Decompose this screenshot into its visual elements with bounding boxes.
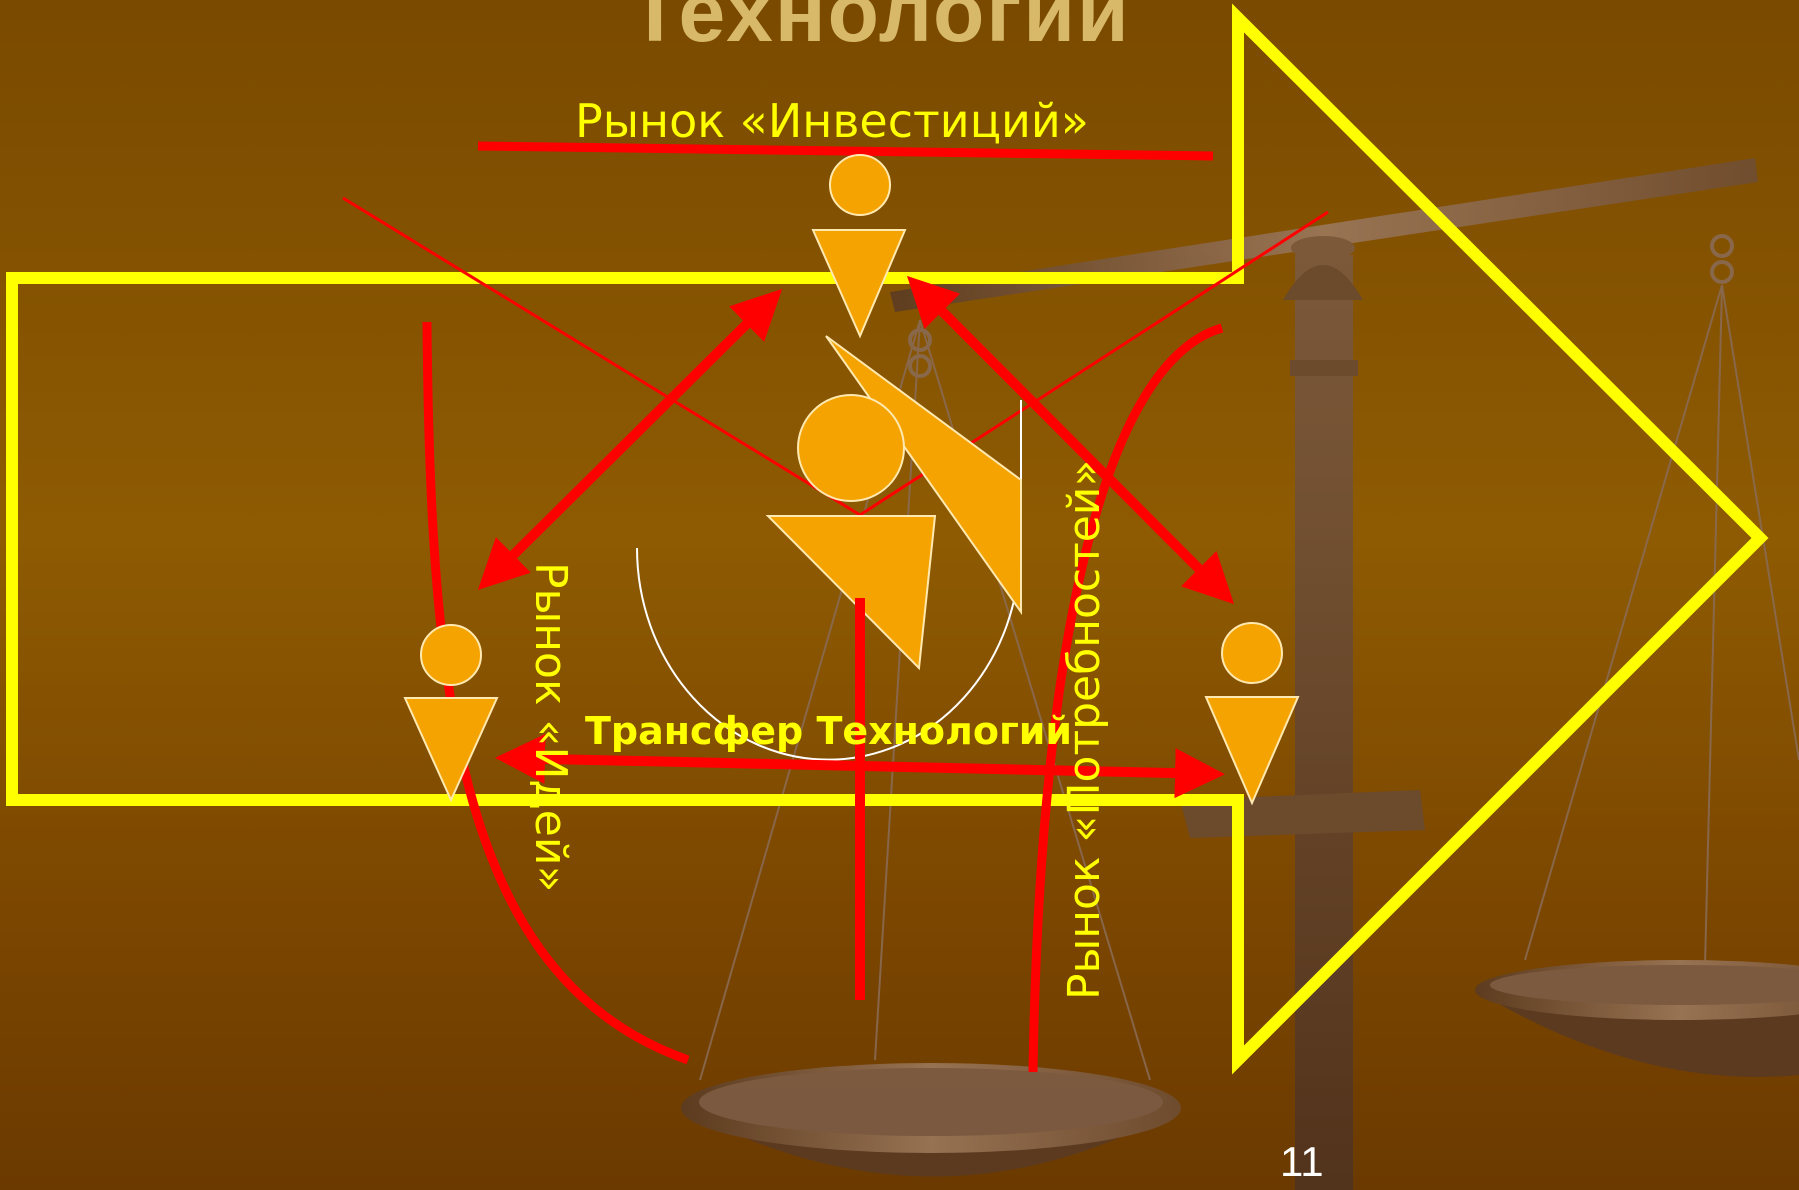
slide-title: Технологий (629, 0, 1131, 59)
label-transfer: Трансфер Технологий (585, 709, 1073, 753)
big-arrow-outline (6, 3, 1769, 1075)
page-number: 11 (1280, 1138, 1324, 1185)
label-market-investments: Рынок «Инвестиций» (575, 94, 1089, 148)
label-market-ideas: Рынок «Идей» (525, 562, 576, 893)
double-arrow-icon (906, 275, 1235, 605)
left-curve (422, 321, 690, 1065)
investments-line (477, 141, 1214, 161)
person-icon-needs (1204, 622, 1300, 806)
double-arrow-icon (495, 733, 1225, 799)
person-icon-ideas (403, 624, 499, 803)
person-icon-investments (811, 154, 907, 339)
central-figure (765, 335, 1022, 671)
double-arrow-icon (477, 288, 783, 591)
